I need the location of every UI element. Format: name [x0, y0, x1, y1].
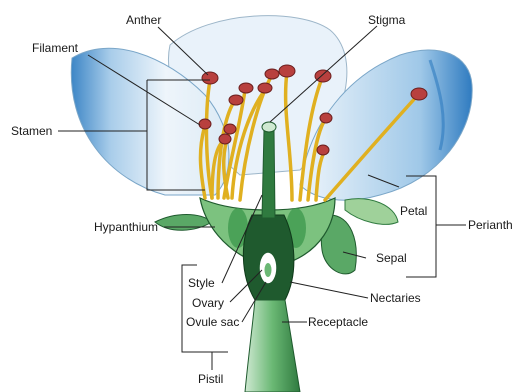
sepal-left [155, 215, 212, 231]
label-style: Style [188, 276, 215, 290]
label-nectaries: Nectaries [370, 291, 421, 305]
label-sepal: Sepal [376, 251, 407, 265]
label-anther: Anther [126, 13, 161, 27]
label-petal: Petal [400, 204, 427, 218]
receptacle [245, 300, 300, 392]
label-stigma: Stigma [368, 13, 405, 27]
sepal-right [345, 199, 398, 225]
label-receptacle: Receptacle [308, 315, 368, 329]
label-hypanthium: Hypanthium [94, 220, 158, 234]
label-filament: Filament [32, 41, 78, 55]
label-stamen: Stamen [11, 124, 52, 138]
label-perianth: Perianth [468, 218, 513, 232]
style [262, 130, 275, 218]
stigma [262, 122, 276, 132]
label-ovary: Ovary [192, 296, 224, 310]
label-ovule-sac: Ovule sac [186, 315, 239, 329]
label-pistil: Pistil [198, 372, 223, 386]
